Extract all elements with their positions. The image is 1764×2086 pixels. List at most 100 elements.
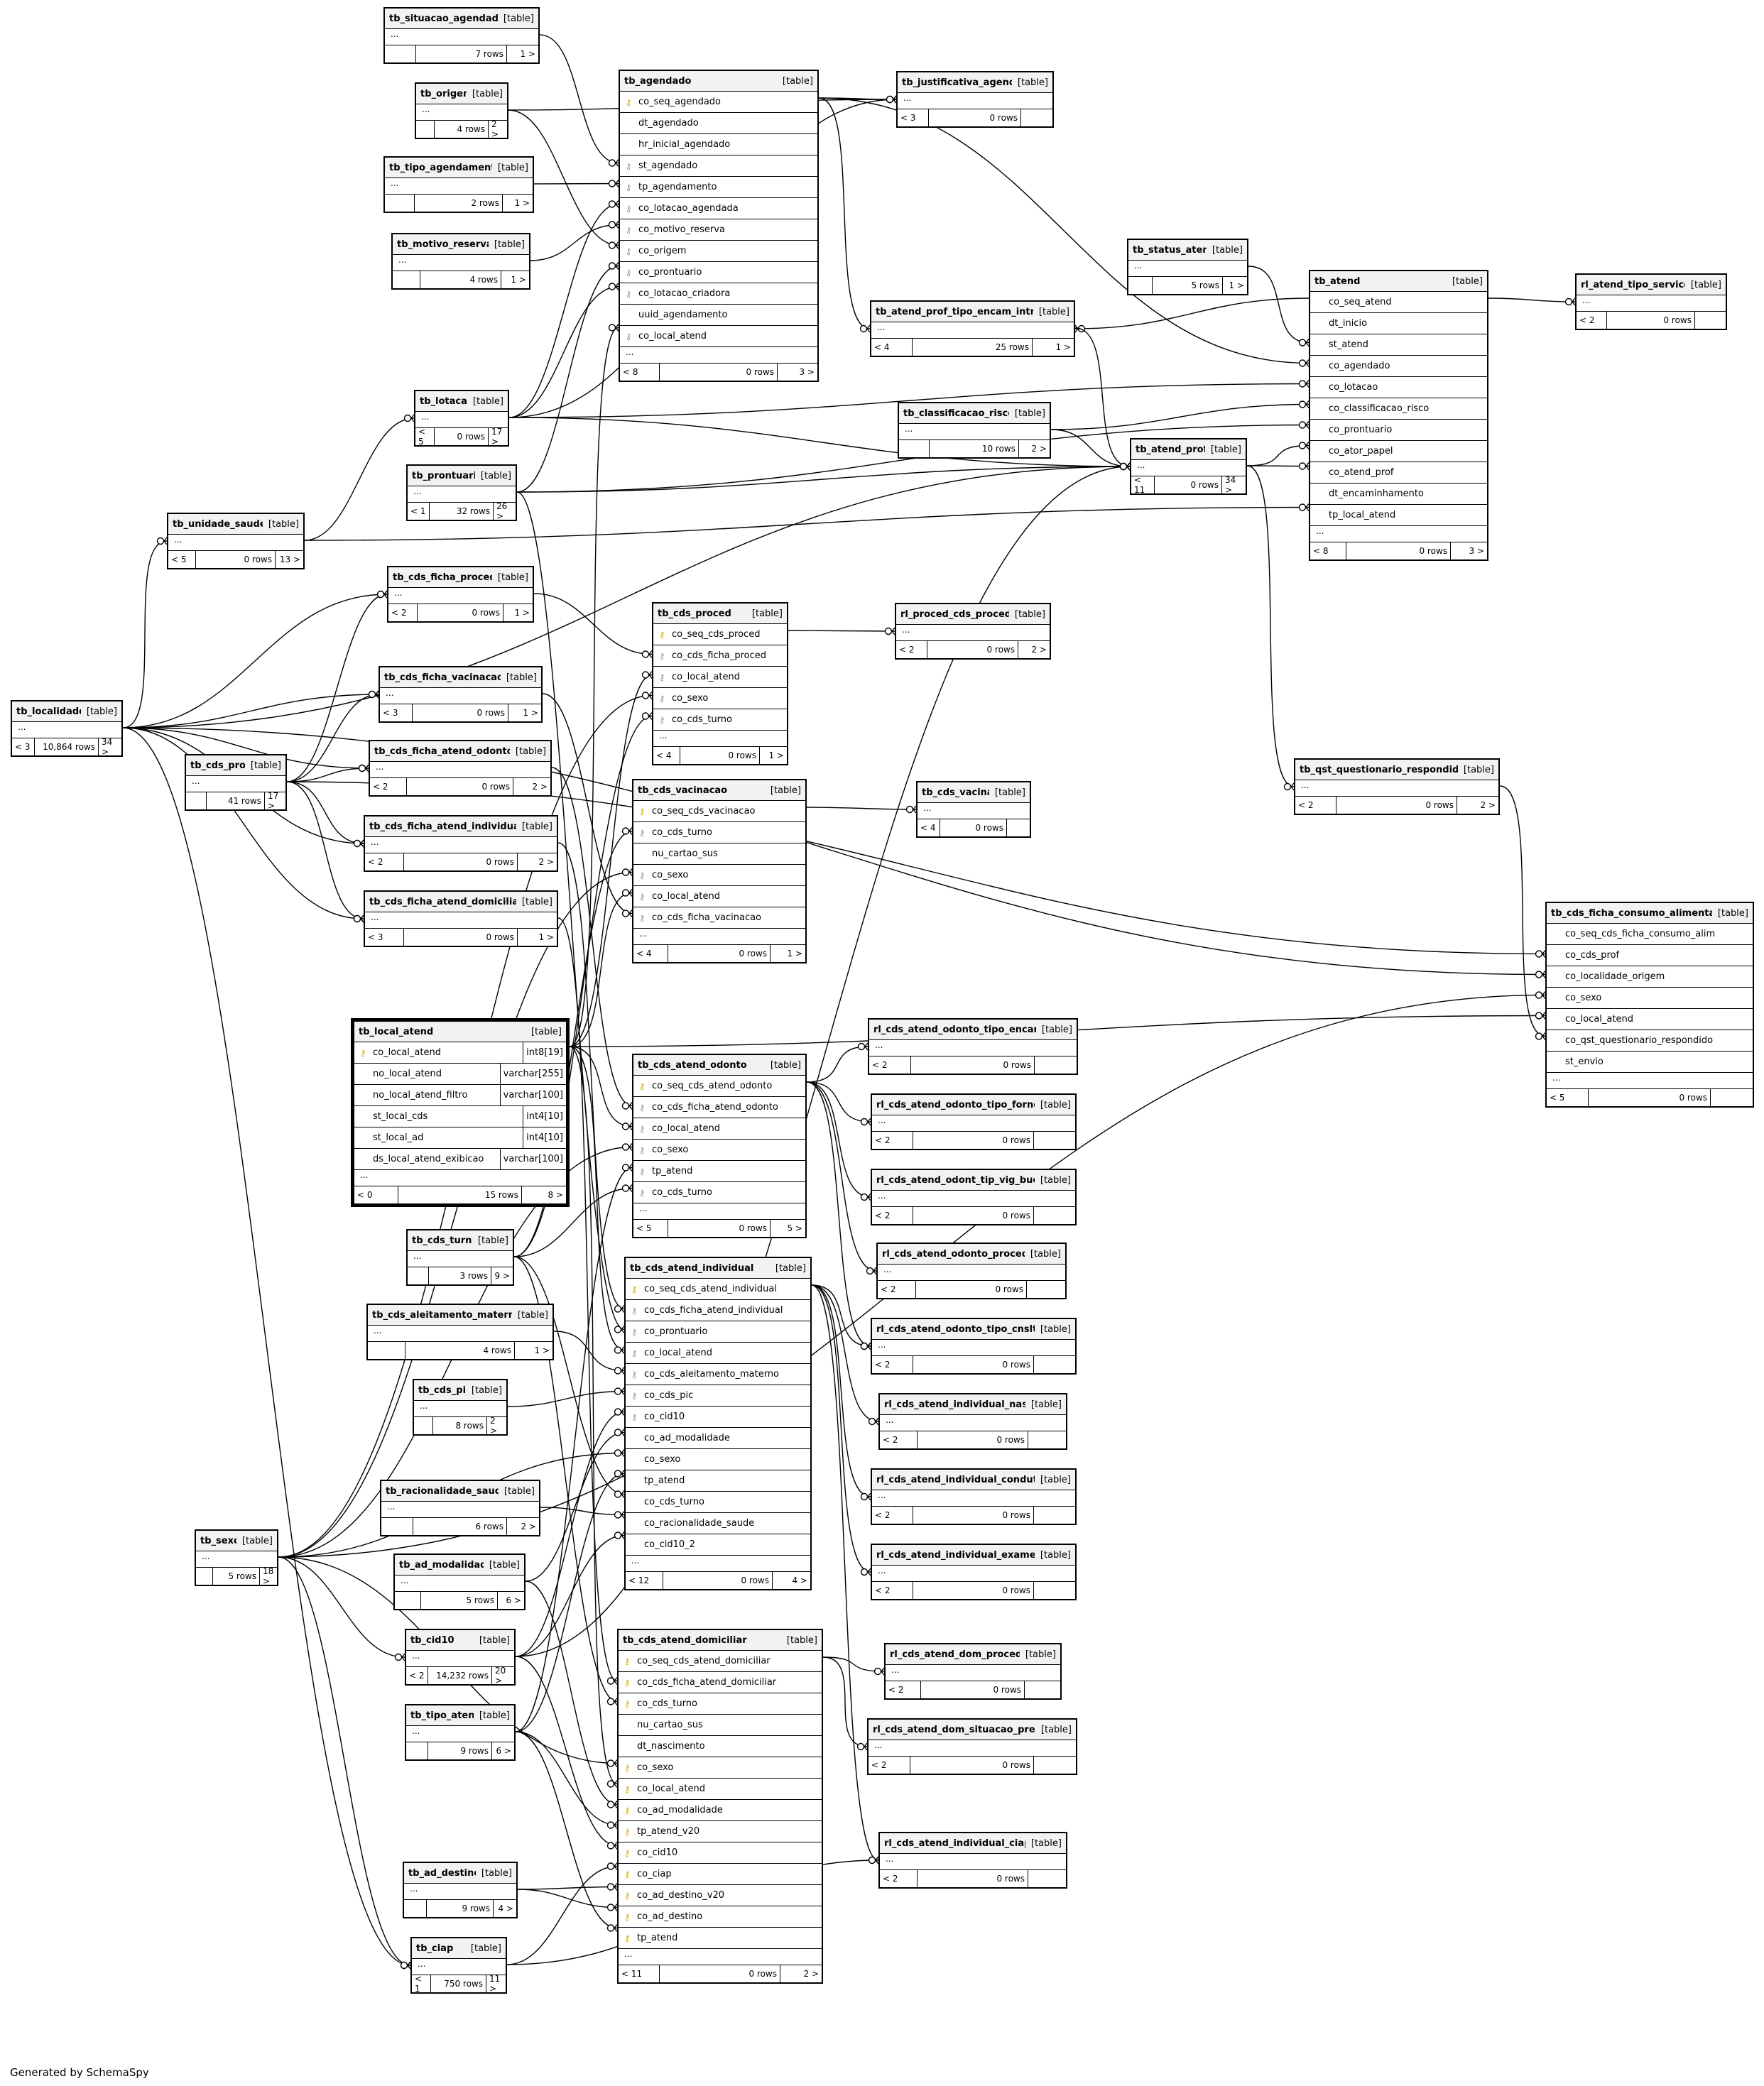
parents-count[interactable]: < 2	[880, 1431, 918, 1448]
children-count[interactable]	[1025, 1681, 1060, 1698]
table-name[interactable]: tb_agendado	[624, 75, 692, 87]
table-name[interactable]: tb_cds_ficha_atend_domiciliar	[369, 896, 516, 907]
parents-count[interactable]: < 5	[633, 1220, 668, 1237]
children-count[interactable]: 20 >	[495, 1666, 506, 1686]
column-row[interactable]: uuid_agendamento	[620, 305, 817, 326]
parents-count[interactable]	[408, 1267, 429, 1284]
children-count[interactable]: 1 >	[534, 1345, 550, 1355]
table-header[interactable]: tb_cid10[table]	[406, 1630, 514, 1651]
children-count[interactable]: 1 >	[511, 275, 526, 285]
table-name[interactable]: tb_cid10	[410, 1634, 454, 1646]
table-rl-cds-atend-odonto-tipo-fornc[interactable]: rl_cds_atend_odonto_tipo_fornc[table]...…	[871, 1093, 1077, 1150]
children-count[interactable]: 1 >	[520, 49, 535, 59]
column-row[interactable]: ⚷co_lotacao_criadora	[620, 283, 817, 305]
children-count[interactable]	[1027, 1281, 1065, 1298]
parents-count[interactable]: < 3	[365, 929, 404, 946]
table-header[interactable]: tb_atend_prof_tipo_encam_intrn[table]	[871, 302, 1074, 322]
table-name[interactable]: tb_origem	[420, 88, 467, 99]
column-row[interactable]: ⚷co_prontuario	[620, 262, 817, 283]
children-count[interactable]: 34 >	[102, 737, 113, 757]
children-count[interactable]: 13 >	[279, 555, 300, 564]
children-count[interactable]: 2 >	[803, 1969, 819, 1979]
parents-count[interactable]: < 2	[406, 1667, 428, 1684]
children-count[interactable]: 1 >	[1229, 280, 1244, 290]
children-count[interactable]: 1 >	[514, 198, 530, 208]
column-row[interactable]: ⚷co_local_atend	[626, 1343, 810, 1364]
table-header[interactable]: tb_cds_vacinacao[table]	[633, 780, 805, 801]
children-count[interactable]: 1 >	[787, 949, 802, 959]
parents-count[interactable]: < 0	[354, 1186, 398, 1203]
parents-count[interactable]: < 1	[412, 1974, 431, 1994]
table-name[interactable]: tb_ad_modalidade	[399, 1559, 484, 1571]
column-row[interactable]: co_cid10_2	[626, 1534, 810, 1556]
parents-count[interactable]: < 2	[880, 1870, 918, 1887]
table-name[interactable]: rl_cds_atend_odonto_tipo_encam	[873, 1024, 1036, 1035]
table-rl-cds-atend-individual-ciap[interactable]: rl_cds_atend_individual_ciap[table]...< …	[878, 1832, 1067, 1889]
parents-count[interactable]: < 4	[633, 945, 668, 962]
children-count[interactable]: 2 >	[490, 1416, 498, 1436]
column-row[interactable]: ⚷co_ad_destino_v20	[619, 1885, 822, 1906]
children-count[interactable]	[1034, 1507, 1075, 1524]
children-count[interactable]: 17 >	[491, 427, 503, 447]
table-header[interactable]: tb_cds_atend_domiciliar[table]	[619, 1630, 822, 1651]
table-name[interactable]: tb_cds_vacina	[922, 787, 989, 798]
parents-count[interactable]	[406, 1742, 428, 1759]
table-header[interactable]: tb_unidade_saude[table]	[168, 514, 303, 535]
column-row[interactable]: co_lotacao	[1310, 377, 1487, 398]
children-count[interactable]: 3 >	[1469, 546, 1484, 556]
table-header[interactable]: rl_atend_tipo_servico[table]	[1577, 275, 1726, 295]
children-count[interactable]: 6 >	[496, 1746, 511, 1756]
parents-count[interactable]	[414, 1417, 433, 1434]
table-tb-cds-proced[interactable]: tb_cds_proced[table]⚷co_seq_cds_proced⚷c…	[652, 602, 788, 765]
table-header[interactable]: tb_cds_pic[table]	[414, 1380, 506, 1401]
table-header[interactable]: tb_cds_ficha_atend_odonto[table]	[370, 741, 550, 762]
table-header[interactable]: rl_proced_cds_proced[table]	[896, 604, 1050, 625]
table-rl-cds-atend-individual-condut[interactable]: rl_cds_atend_individual_condut[table]...…	[871, 1468, 1077, 1525]
parents-count[interactable]: < 11	[1131, 475, 1155, 495]
table-header[interactable]: tb_cds_atend_odonto[table]	[633, 1055, 805, 1076]
parents-count[interactable]: < 2	[365, 853, 404, 870]
table-header[interactable]: rl_cds_atend_odonto_tipo_encam[table]	[869, 1020, 1077, 1040]
table-rl-cds-atend-odont-tip-vig-buc[interactable]: rl_cds_atend_odont_tip_vig_buc[table]...…	[871, 1169, 1077, 1225]
children-count[interactable]	[1711, 1089, 1753, 1106]
table-tb-cds-atend-odonto[interactable]: tb_cds_atend_odonto[table]⚷co_seq_cds_at…	[632, 1054, 807, 1238]
column-row[interactable]: ⚷co_cid10	[619, 1842, 822, 1864]
column-row[interactable]: co_localidade_origem	[1547, 966, 1753, 988]
table-rl-cds-atend-individual-nasf[interactable]: rl_cds_atend_individual_nasf[table]...< …	[878, 1393, 1067, 1450]
parents-count[interactable]: < 2	[878, 1281, 916, 1298]
column-row[interactable]: ⚷st_agendado	[620, 155, 817, 177]
table-name[interactable]: tb_cds_aleitamento_materno	[372, 1309, 512, 1321]
table-header[interactable]: rl_cds_atend_individual_condut[table]	[872, 1470, 1075, 1490]
table-tb-qst-questionario-respondido[interactable]: tb_qst_questionario_respondido[table]...…	[1294, 758, 1500, 815]
table-header[interactable]: tb_motivo_reserva[table]	[393, 234, 529, 255]
table-header[interactable]: tb_localidade[table]	[12, 701, 121, 722]
table-header[interactable]: tb_atend[table]	[1310, 271, 1487, 292]
parents-count[interactable]: < 2	[869, 1056, 911, 1074]
table-tb-cds-atend-individual[interactable]: tb_cds_atend_individual[table]⚷co_seq_cd…	[624, 1257, 812, 1590]
table-name[interactable]: tb_cds_ficha_vacinacao	[384, 672, 501, 683]
parents-count[interactable]: < 12	[626, 1572, 663, 1589]
column-row[interactable]: ⚷co_cds_ficha_vacinacao	[633, 907, 805, 929]
parents-count[interactable]: < 5	[415, 427, 435, 447]
parents-count[interactable]	[1128, 277, 1153, 294]
table-name[interactable]: rl_cds_atend_individual_condut	[876, 1474, 1035, 1485]
column-row[interactable]: co_qst_questionario_respondido	[1547, 1030, 1753, 1052]
column-row[interactable]: co_sexo	[626, 1449, 810, 1470]
children-count[interactable]: 2 >	[491, 119, 499, 139]
table-header[interactable]: tb_ad_modalidade[table]	[395, 1555, 524, 1576]
column-row[interactable]: ⚷co_seq_cds_atend_individual	[626, 1279, 810, 1300]
column-row[interactable]: ⚷co_cds_pic	[626, 1385, 810, 1407]
table-name[interactable]: tb_cds_pic	[418, 1385, 466, 1396]
children-count[interactable]: 4 >	[498, 1904, 513, 1913]
children-count[interactable]: 1 >	[1055, 342, 1071, 352]
table-header[interactable]: tb_cds_turno[table]	[408, 1230, 513, 1251]
parents-count[interactable]	[196, 1568, 213, 1585]
